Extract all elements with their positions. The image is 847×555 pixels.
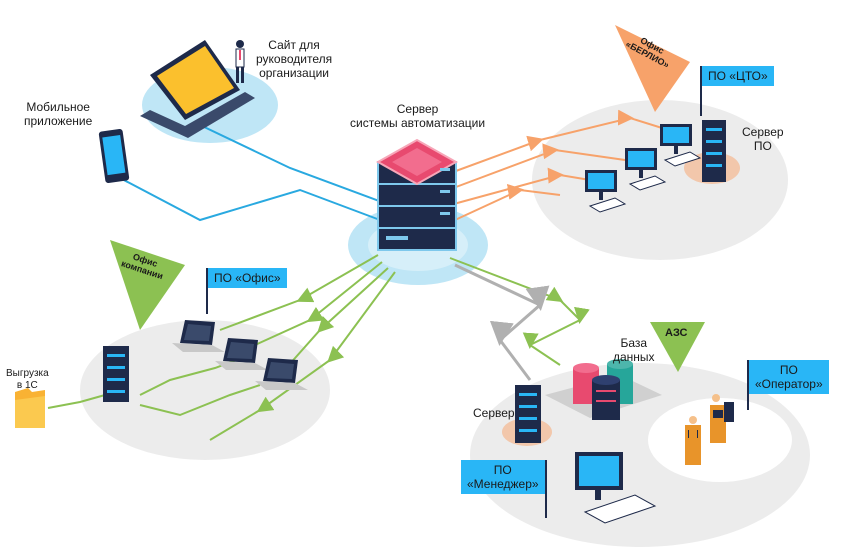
- line-green-1: [219, 254, 379, 331]
- line-mobile-server: [119, 177, 381, 222]
- line-laptop-server: [199, 124, 391, 206]
- berlio-computer-3-icon: [585, 170, 627, 213]
- flag-pole-operator: [747, 360, 749, 410]
- label-mobile: Мобильное приложение: [24, 100, 93, 128]
- berlio-computer-1-icon: [660, 124, 702, 167]
- azs-server-icon: [515, 385, 541, 443]
- line-green-6: [139, 384, 261, 417]
- flag-pole-cto: [700, 66, 702, 116]
- azs-manager-computer-icon: [575, 452, 657, 524]
- berlio-office-triangle: [615, 25, 690, 112]
- label-server-po: Сервер ПО: [742, 125, 784, 153]
- flag-pole-office: [206, 268, 208, 314]
- server-po-icon: [702, 120, 726, 182]
- label-database: База данных: [613, 336, 655, 364]
- person-icon: [235, 40, 245, 83]
- flag-pole-manager: [545, 460, 547, 518]
- company-office-triangle: [110, 240, 185, 330]
- line-orange-3: [449, 167, 591, 206]
- company-server-icon: [103, 346, 129, 402]
- line-green-export: [47, 394, 106, 409]
- triangle-label-azs: АЗС: [665, 327, 688, 339]
- label-server-main: Сервер системы автоматизации: [350, 102, 486, 130]
- line-orange-4: [454, 183, 561, 221]
- line-green-2: [254, 261, 383, 346]
- line-green-azs: [449, 257, 590, 366]
- company-laptop-3-icon: [255, 358, 308, 390]
- line-gray-azs: [454, 263, 550, 381]
- mobile-phone-icon: [98, 128, 130, 184]
- fuel-dispenser-1-icon: [685, 416, 701, 465]
- label-site: Сайт для руководителя организации: [256, 38, 333, 80]
- laptop-icon: [140, 40, 255, 138]
- line-orange-2: [447, 143, 626, 191]
- folder-icon: [15, 388, 45, 428]
- berlio-computer-2-icon: [625, 148, 667, 191]
- company-laptop-1-icon: [172, 320, 225, 352]
- label-server-azs: Сервер: [473, 406, 515, 420]
- flag-po-cto: ПО «ЦТО»: [702, 66, 774, 86]
- flag-po-manager: ПО «Менеджер»: [461, 460, 545, 494]
- company-laptop-2-icon: [215, 338, 268, 370]
- database-icon: [573, 359, 633, 420]
- label-export-1c: Выгрузка в 1С: [6, 368, 49, 391]
- central-server-icon: [375, 138, 459, 251]
- flag-po-office: ПО «Офис»: [208, 268, 287, 288]
- fuel-dispenser-2-icon: [710, 394, 734, 443]
- flag-po-operator: ПО «Оператор»: [749, 360, 829, 394]
- azs-triangle: [650, 322, 705, 372]
- line-orange-1: [444, 109, 663, 176]
